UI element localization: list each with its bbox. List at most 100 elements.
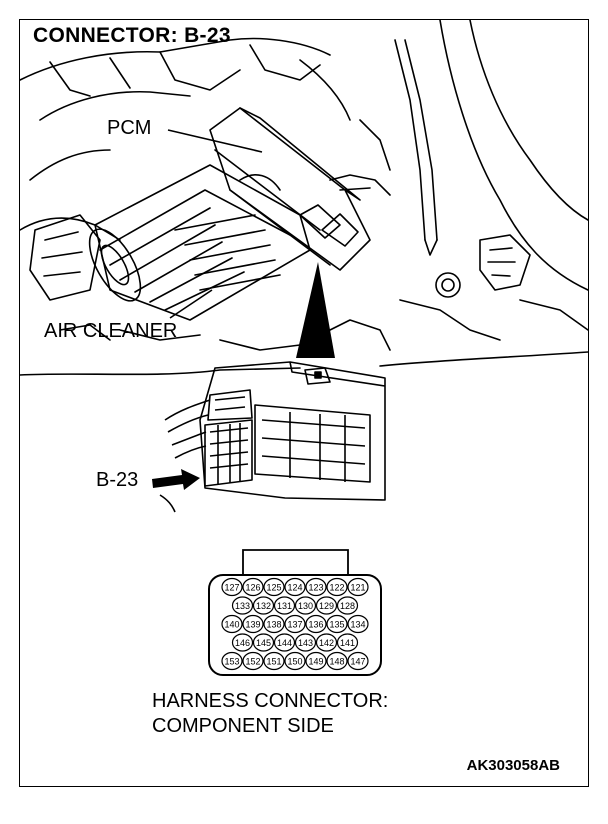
pin-number: 131 — [277, 601, 292, 611]
caption-line-2: COMPONENT SIDE — [152, 715, 334, 737]
pin-circle — [315, 596, 338, 615]
connector-pin: 146 — [231, 633, 254, 652]
connector-pin: 130 — [294, 596, 317, 615]
pin-circle — [263, 577, 285, 597]
connector-pin: 148 — [326, 651, 348, 671]
connector-title: CONNECTOR: B-23 — [33, 24, 231, 47]
pin-number: 147 — [350, 657, 365, 667]
pin-circle — [221, 651, 243, 671]
pin-number: 121 — [350, 583, 365, 593]
pin-circle — [326, 577, 348, 597]
pin-number: 130 — [298, 601, 313, 611]
pin-number: 145 — [256, 638, 271, 648]
connector-pin: 131 — [273, 596, 296, 615]
pin-number: 140 — [224, 620, 239, 630]
connector-pin: 123 — [305, 577, 327, 597]
pin-circle — [305, 577, 327, 597]
connector-ref-label: B-23 — [96, 469, 139, 491]
pin-circle — [221, 614, 243, 634]
pin-number: 152 — [245, 657, 260, 667]
pin-number: 126 — [245, 583, 260, 593]
pin-number: 149 — [308, 657, 323, 667]
connector-pin: 147 — [347, 651, 369, 671]
connector-pin: 143 — [294, 633, 317, 652]
pin-number: 139 — [245, 620, 260, 630]
pin-circle — [347, 577, 369, 597]
pcm-closeup — [159, 361, 386, 513]
pin-circle — [305, 651, 327, 671]
connector-pin: 133 — [231, 596, 254, 615]
connector-pin: 153 — [221, 651, 243, 671]
pin-number: 125 — [266, 583, 281, 593]
pin-circle — [284, 577, 306, 597]
pin-circle — [294, 596, 317, 615]
pcm-leader — [167, 129, 263, 153]
pin-number: 134 — [350, 620, 365, 630]
harness-connector-caption: HARNESS CONNECTOR: COMPONENT SIDE — [152, 689, 388, 739]
connector-pin: 141 — [336, 633, 359, 652]
pin-circle — [305, 614, 327, 634]
connector-pin: 135 — [326, 614, 348, 634]
connector-pin: 137 — [284, 614, 306, 634]
pin-number: 137 — [287, 620, 302, 630]
pin-circle — [273, 596, 296, 615]
pin-circle — [263, 614, 285, 634]
pin-circle — [231, 633, 254, 652]
caption-line-1: HARNESS CONNECTOR: — [152, 690, 389, 712]
pin-number: 151 — [266, 657, 281, 667]
harness-connector-face — [208, 549, 382, 676]
connector-pin: 122 — [326, 577, 348, 597]
figure-frame — [19, 19, 589, 787]
engine-bay-drawing — [19, 19, 589, 376]
b23-arrow — [152, 469, 200, 490]
pin-circle — [273, 633, 296, 652]
pin-number: 128 — [340, 601, 355, 611]
pin-circle — [284, 651, 306, 671]
pin-circle — [231, 596, 254, 615]
pin-number: 133 — [235, 601, 250, 611]
pin-number: 122 — [329, 583, 344, 593]
connector-pin: 144 — [273, 633, 296, 652]
pin-number: 136 — [308, 620, 323, 630]
pin-number: 129 — [319, 601, 334, 611]
pin-number: 135 — [329, 620, 344, 630]
pin-circle — [284, 614, 306, 634]
connector-pin: 124 — [284, 577, 306, 597]
pin-number: 150 — [287, 657, 302, 667]
connector-pin: 125 — [263, 577, 285, 597]
pin-number: 138 — [266, 620, 281, 630]
connector-pin: 138 — [263, 614, 285, 634]
connector-pin: 127 — [221, 577, 243, 597]
pin-circle — [315, 633, 338, 652]
air-cleaner-label: AIR CLEANER — [44, 320, 178, 342]
connector-pin: 136 — [305, 614, 327, 634]
air-cleaner-leader — [169, 289, 213, 319]
pin-number: 142 — [319, 638, 334, 648]
pin-circle — [242, 651, 264, 671]
pin-number: 143 — [298, 638, 313, 648]
pin-number: 124 — [287, 583, 302, 593]
pin-circle — [242, 577, 264, 597]
pin-circle — [336, 596, 359, 615]
pin-circle — [221, 577, 243, 597]
connector-pin: 152 — [242, 651, 264, 671]
pin-circle — [252, 633, 275, 652]
pin-circle — [347, 651, 369, 671]
callout-wedge — [296, 262, 335, 358]
pin-circle — [294, 633, 317, 652]
connector-pin: 139 — [242, 614, 264, 634]
pin-number: 146 — [235, 638, 250, 648]
pin-number: 127 — [224, 583, 239, 593]
pin-circle — [252, 596, 275, 615]
connector-pin: 149 — [305, 651, 327, 671]
connector-pin: 121 — [347, 577, 369, 597]
connector-pin: 129 — [315, 596, 338, 615]
pin-circle — [242, 614, 264, 634]
connector-pin: 150 — [284, 651, 306, 671]
pin-circle — [326, 651, 348, 671]
connector-pin: 140 — [221, 614, 243, 634]
pin-circle — [326, 614, 348, 634]
pin-number: 153 — [224, 657, 239, 667]
figure-code: AK303058AB — [466, 757, 560, 774]
